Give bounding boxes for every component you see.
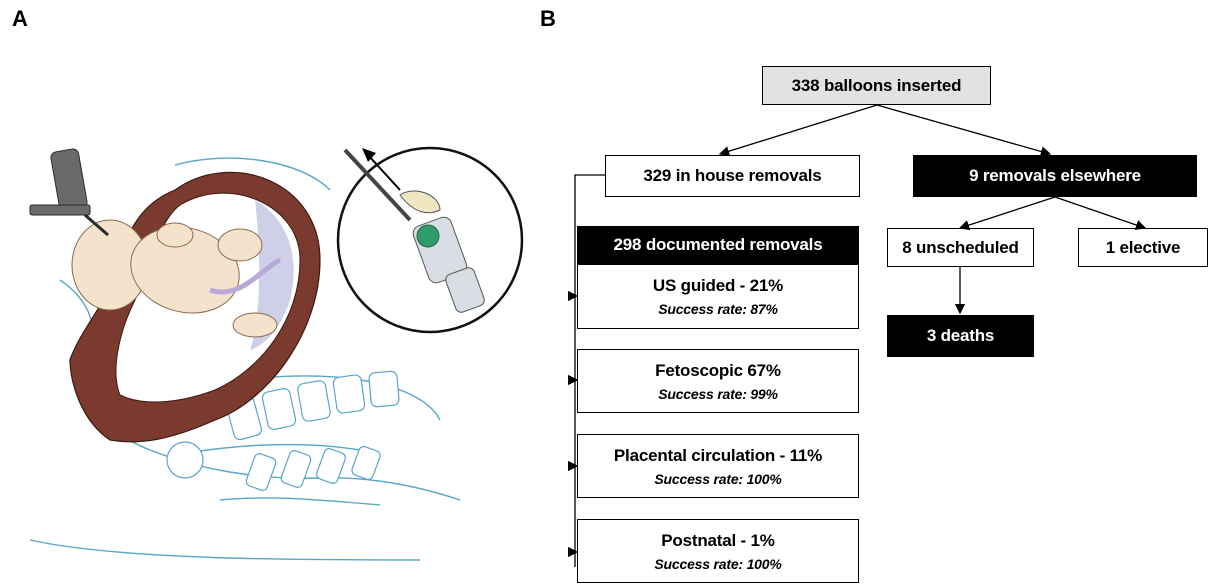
elective-box: 1 elective (1078, 228, 1208, 267)
unscheduled-label: 8 unscheduled (902, 237, 1019, 257)
method-label: Fetoscopic 67% (655, 360, 781, 380)
panel-label-b: B (540, 6, 556, 31)
postnatal-box: Postnatal - 1% Success rate: 100% (577, 519, 859, 583)
deaths-label: 3 deaths (926, 326, 995, 345)
success-rate: Success rate: 100% (654, 555, 782, 572)
removals-elsewhere-box: 9 removals elsewhere (913, 155, 1197, 197)
removals-elsewhere-label: 9 removals elsewhere (969, 166, 1141, 185)
elective-label: 1 elective (1105, 237, 1181, 257)
success-rate: Success rate: 99% (658, 385, 778, 402)
umbilical-cord (209, 257, 282, 295)
fetoscope-instrument (29, 148, 109, 237)
inset-contents (343, 148, 485, 313)
documented-removals-label: 298 documented removals (613, 235, 823, 254)
in-house-removals-label: 329 in house removals (643, 166, 822, 185)
method-label: Postnatal - 1% (661, 530, 775, 550)
us-guided-box: US guided - 21% Success rate: 87% (577, 264, 859, 329)
balloons-inserted-box: 338 balloons inserted (762, 66, 991, 105)
fetoscopy-illustration (29, 146, 524, 561)
documented-removals-box: 298 documented removals (577, 226, 859, 264)
placental-circulation-box: Placental circulation - 11% Success rate… (577, 434, 859, 498)
method-label: Placental circulation - 11% (613, 445, 823, 465)
deaths-box: 3 deaths (887, 315, 1034, 357)
spine (166, 370, 400, 491)
panel-label-a: A (12, 6, 28, 31)
in-house-removals-box: 329 in house removals (605, 155, 860, 197)
success-rate: Success rate: 87% (658, 301, 778, 317)
amniotic-shade (250, 200, 294, 350)
unscheduled-box: 8 unscheduled (887, 228, 1034, 267)
withdraw-arrow-icon (367, 154, 401, 191)
fetoscopic-box: Fetoscopic 67% Success rate: 99% (577, 349, 859, 413)
method-label: US guided - 21% (652, 276, 784, 295)
success-rate: Success rate: 100% (654, 470, 782, 487)
balloons-inserted-label: 338 balloons inserted (791, 75, 962, 95)
